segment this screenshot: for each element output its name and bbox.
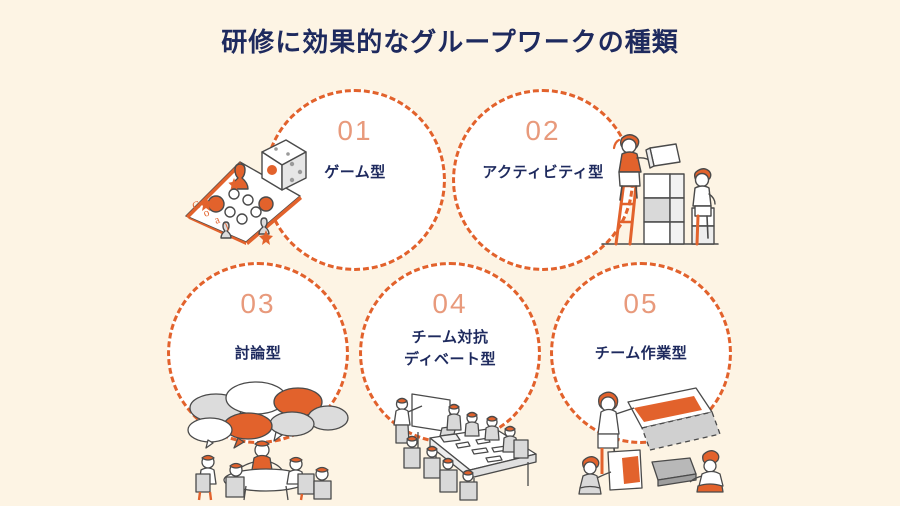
discussion-illustration	[186, 381, 349, 501]
item-label-04-line2: ディベート型	[404, 350, 496, 368]
item-label-01: ゲーム型	[324, 164, 386, 181]
activity-boxes-illustration	[600, 118, 720, 258]
item-number-04: 04	[432, 288, 468, 319]
item-number-05: 05	[623, 288, 659, 319]
svg-text:G: G	[191, 199, 203, 213]
item-label-04-line1: チーム対抗	[411, 329, 489, 346]
item-label-05: チーム作業型	[594, 345, 688, 362]
item-number-03: 03	[240, 288, 276, 319]
debate-meeting-illustration	[388, 392, 548, 501]
item-number-02: 02	[525, 115, 561, 146]
item-label-04: チーム対抗 ディベート型	[362, 327, 538, 371]
item-number-01: 01	[337, 115, 373, 146]
item-label-02: アクティビティ型	[482, 164, 604, 181]
svg-text:l: l	[224, 222, 231, 234]
svg-text:a: a	[213, 214, 222, 227]
board-game-illustration: G o a l	[178, 138, 308, 246]
page-title: 研修に効果的なグループワークの種類	[221, 27, 679, 57]
svg-text:o: o	[202, 206, 212, 219]
item-label-03: 討論型	[234, 345, 282, 362]
team-work-illustration	[572, 378, 742, 496]
